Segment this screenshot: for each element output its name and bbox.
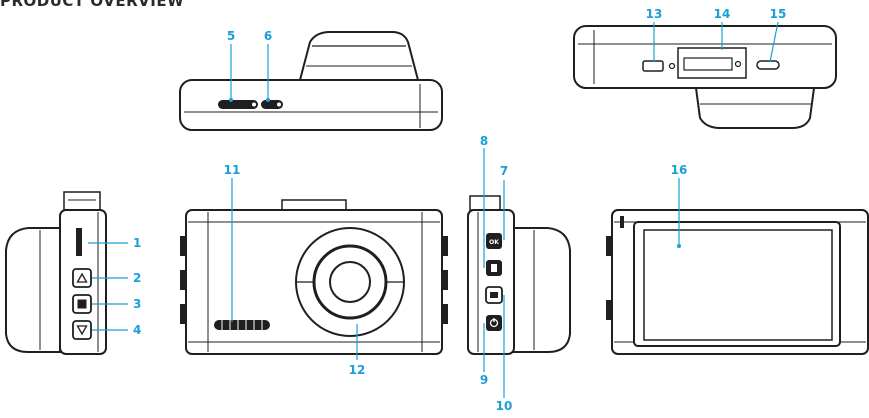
microsd-slot-icon[interactable] bbox=[76, 228, 82, 256]
callout-7: 7 bbox=[500, 164, 508, 178]
callout-15: 15 bbox=[770, 7, 787, 21]
callout-2: 2 bbox=[133, 271, 141, 285]
menu-icon bbox=[77, 299, 87, 309]
ok-icon: OK bbox=[489, 239, 499, 246]
callout-6: 6 bbox=[264, 29, 272, 43]
right-side-view: OK 8 7 9 10 bbox=[467, 134, 571, 413]
lcd-screen bbox=[643, 229, 833, 341]
front-view: 11 12 bbox=[180, 163, 448, 377]
callout-10: 10 bbox=[496, 399, 513, 413]
back-view: 16 bbox=[606, 163, 869, 355]
callout-16: 16 bbox=[671, 163, 688, 177]
callout-12: 12 bbox=[349, 363, 366, 377]
power-button[interactable] bbox=[486, 315, 502, 331]
callout-13: 13 bbox=[646, 7, 663, 21]
reset-button[interactable] bbox=[218, 100, 258, 109]
bottom-view: 13 14 15 bbox=[573, 7, 837, 129]
up-arrow-icon bbox=[76, 272, 88, 283]
up-button[interactable] bbox=[72, 268, 92, 288]
camera-icon bbox=[490, 292, 498, 298]
mic-icon bbox=[491, 264, 497, 272]
callout-5: 5 bbox=[227, 29, 235, 43]
speaker-grille bbox=[214, 320, 270, 330]
callout-1: 1 bbox=[133, 236, 141, 250]
callout-8: 8 bbox=[480, 134, 488, 148]
top-view: 5 6 bbox=[179, 29, 443, 131]
callout-9: 9 bbox=[480, 373, 488, 387]
page-title: PRODUCT OVERVIEW bbox=[0, 0, 185, 10]
down-arrow-icon bbox=[76, 325, 88, 336]
callout-11: 11 bbox=[224, 163, 241, 177]
mini-usb-port[interactable] bbox=[642, 60, 664, 72]
hdmi-port[interactable] bbox=[756, 60, 780, 70]
callout-4: 4 bbox=[133, 323, 141, 337]
left-side-view: 1 2 3 4 bbox=[5, 191, 141, 355]
callout-3: 3 bbox=[133, 297, 141, 311]
callout-14: 14 bbox=[714, 7, 731, 21]
lock-button[interactable] bbox=[261, 100, 283, 109]
down-button[interactable] bbox=[72, 320, 92, 340]
ok-button[interactable] bbox=[486, 233, 502, 249]
